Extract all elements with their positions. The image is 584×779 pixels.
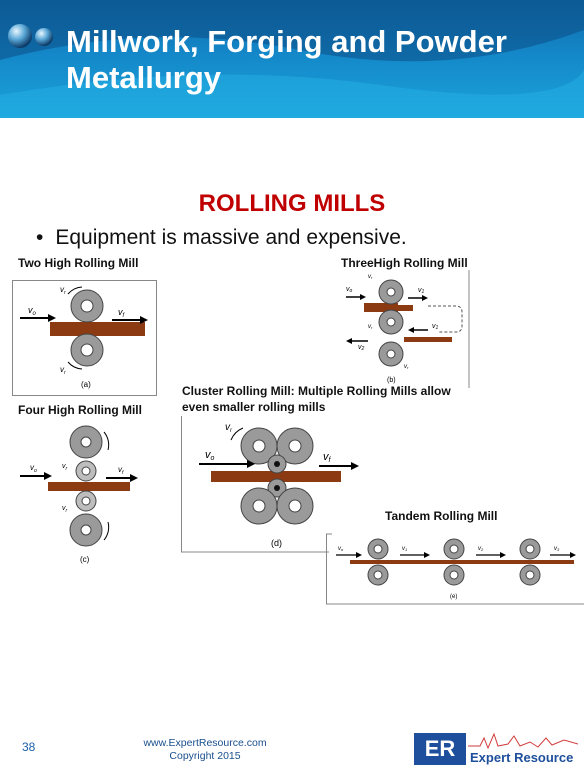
svg-text:vr: vr	[404, 364, 409, 370]
cluster-mill-diagram: vo vf vr (d)	[181, 416, 359, 553]
svg-text:vr: vr	[62, 505, 68, 514]
two-high-mill-diagram: vo vf vr vr (a)	[12, 280, 157, 396]
er-logo: ER	[414, 733, 466, 765]
bullet-dot-icon: •	[36, 226, 44, 249]
bullet-text: Equipment is massive and expensive.	[55, 226, 407, 249]
globe-logo-icon	[8, 24, 53, 48]
svg-text:vr: vr	[368, 324, 373, 330]
svg-text:vf: vf	[118, 465, 124, 476]
caption-four-high: Four High Rolling Mill	[18, 403, 142, 417]
roll-top	[70, 289, 104, 323]
page-number: 38	[22, 740, 36, 754]
roll-bottom	[70, 333, 104, 367]
svg-text:vr: vr	[60, 365, 66, 376]
svg-text:vo: vo	[346, 286, 353, 294]
svg-text:vr: vr	[225, 422, 233, 434]
footer-credits: www.ExpertResource.com Copyright 2015	[110, 737, 300, 763]
brand-name: Expert Resource	[470, 750, 574, 765]
svg-text:vo: vo	[205, 449, 215, 462]
caption-tandem: Tandem Rolling Mill	[385, 509, 498, 523]
svg-text:v3: v3	[554, 546, 560, 552]
caption-three-high: ThreeHigh Rolling Mill	[341, 256, 468, 270]
bullet-point: • Equipment is massive and expensive.	[36, 226, 407, 250]
caption-two-high: Two High Rolling Mill	[18, 256, 139, 270]
website-link[interactable]: www.ExpertResource.com	[143, 737, 267, 749]
section-heading: ROLLING MILLS	[198, 190, 386, 217]
figure-label-d: (d)	[271, 538, 282, 548]
svg-text:vo: vo	[30, 463, 37, 474]
figure-label-a: (a)	[81, 380, 91, 389]
svg-text:vo: vo	[28, 305, 37, 317]
three-high-mill-diagram: vo v1 v1 v2 vr vr vr (b)	[346, 270, 470, 388]
four-high-mill-diagram: vo vf vr vr (c)	[20, 425, 138, 564]
svg-text:vf: vf	[118, 307, 126, 319]
svg-text:vf: vf	[323, 451, 332, 464]
svg-text:v2: v2	[358, 344, 365, 352]
figure-label-c: (c)	[80, 555, 90, 564]
title-banner: Millwork, Forging and Powder Metallurgy	[0, 0, 584, 118]
caption-cluster: Cluster Rolling Mill: Multiple Rolling M…	[182, 384, 451, 414]
svg-text:v2: v2	[478, 546, 484, 552]
svg-text:v1: v1	[432, 323, 439, 331]
heartbeat-line-icon	[468, 732, 578, 750]
figure-label-e: (e)	[450, 594, 457, 600]
svg-text:v1: v1	[402, 546, 407, 552]
svg-text:vr: vr	[62, 463, 68, 472]
svg-text:v1: v1	[418, 287, 425, 295]
tandem-mill-diagram: vo v1 v2 v3 (e)	[326, 533, 584, 605]
figure-label-b: (b)	[387, 377, 396, 384]
slide-title: Millwork, Forging and Powder Metallurgy	[66, 24, 507, 95]
svg-text:vr: vr	[60, 285, 66, 296]
svg-text:vo: vo	[338, 546, 344, 552]
svg-text:vr: vr	[368, 274, 373, 280]
banner-wave-decoration	[0, 0, 584, 118]
copyright-text: Copyright 2015	[169, 750, 241, 762]
